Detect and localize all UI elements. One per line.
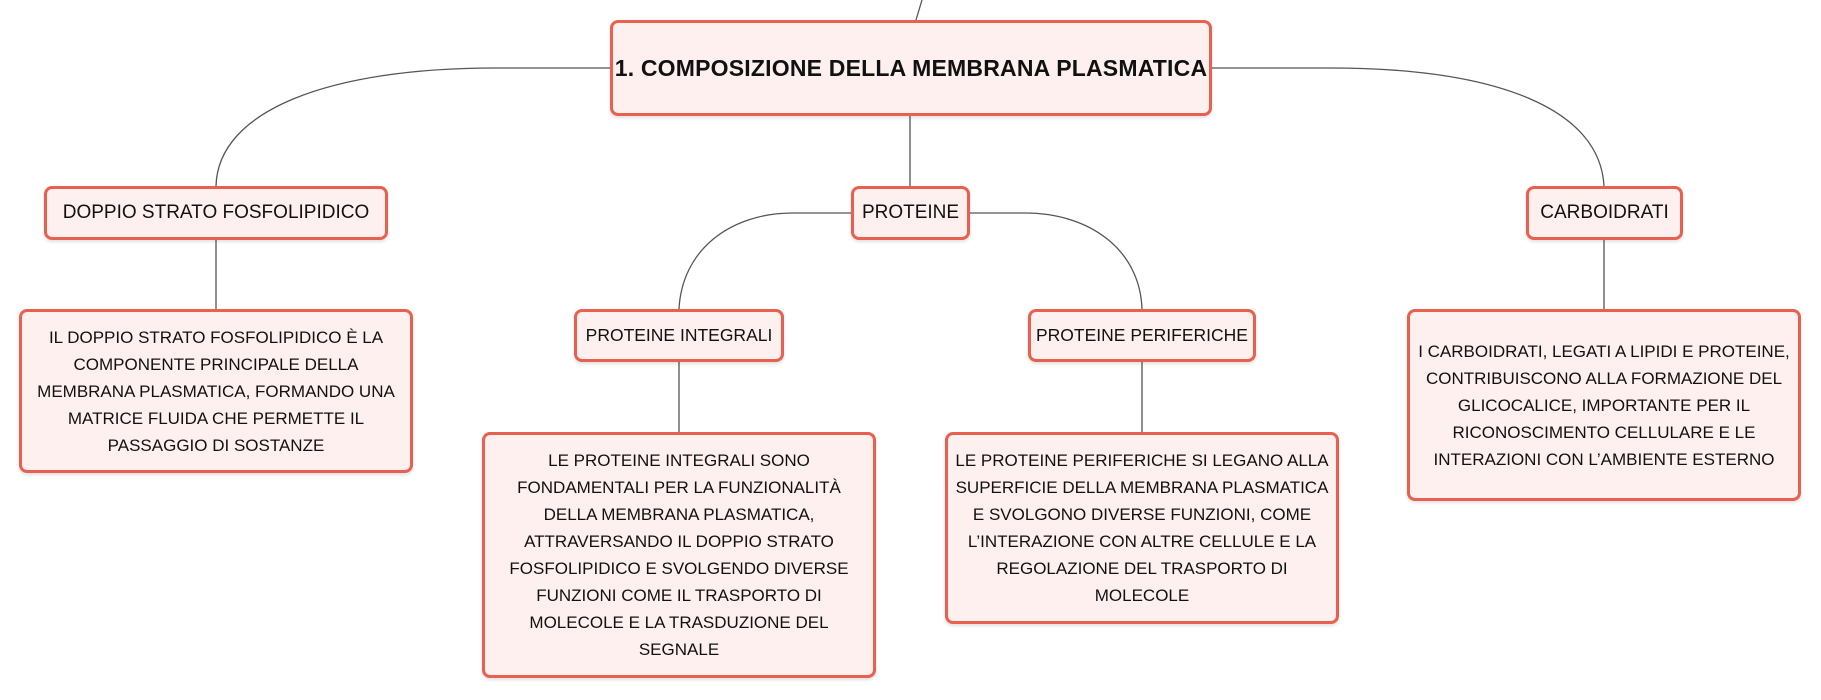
description-proteine-integrali-text: LE PROTEINE INTEGRALI SONO FONDAMENTALI … [509, 451, 849, 659]
topic-doppio-strato-label: DOPPIO STRATO FOSFOLIPIDICO [62, 202, 370, 223]
subtopic-proteine-integrali[interactable]: PROTEINE INTEGRALI [574, 309, 784, 362]
root-topic-label: 1. COMPOSIZIONE DELLA MEMBRANA PLASMATIC… [614, 54, 1208, 81]
connector-root-doppio-strato [215, 67, 610, 187]
description-proteine-periferiche[interactable]: LE PROTEINE PERIFERICHE SI LEGANO ALLA S… [945, 432, 1339, 624]
topic-carboidrati[interactable]: CARBOIDRATI [1526, 186, 1683, 240]
subtopic-proteine-integrali-label: PROTEINE INTEGRALI [585, 325, 773, 345]
subtopic-proteine-periferiche-label: PROTEINE PERIFERICHE [1036, 325, 1248, 345]
description-doppio-strato-text: IL DOPPIO STRATO FOSFOLIPIDICO È LA COMP… [37, 327, 395, 455]
connector-proteine-integrali [678, 212, 851, 310]
connector-root-parent [915, 0, 923, 21]
root-topic[interactable]: 1. COMPOSIZIONE DELLA MEMBRANA PLASMATIC… [610, 20, 1212, 116]
topic-proteine-label: PROTEINE [861, 202, 960, 223]
description-proteine-integrali[interactable]: LE PROTEINE INTEGRALI SONO FONDAMENTALI … [482, 432, 876, 678]
topic-doppio-strato[interactable]: DOPPIO STRATO FOSFOLIPIDICO [44, 186, 388, 240]
connector-proteine-periferiche [970, 212, 1143, 310]
description-doppio-strato[interactable]: IL DOPPIO STRATO FOSFOLIPIDICO È LA COMP… [19, 309, 413, 473]
subtopic-proteine-periferiche[interactable]: PROTEINE PERIFERICHE [1028, 309, 1256, 362]
topic-proteine[interactable]: PROTEINE [851, 186, 970, 240]
description-carboidrati-text: I CARBOIDRATI, LEGATI A LIPIDI E PROTEIN… [1418, 341, 1790, 469]
connector-root-carboidrati [1212, 67, 1605, 187]
topic-carboidrati-label: CARBOIDRATI [1540, 202, 1669, 223]
description-proteine-periferiche-text: LE PROTEINE PERIFERICHE SI LEGANO ALLA S… [955, 451, 1329, 605]
description-carboidrati[interactable]: I CARBOIDRATI, LEGATI A LIPIDI E PROTEIN… [1407, 309, 1801, 501]
